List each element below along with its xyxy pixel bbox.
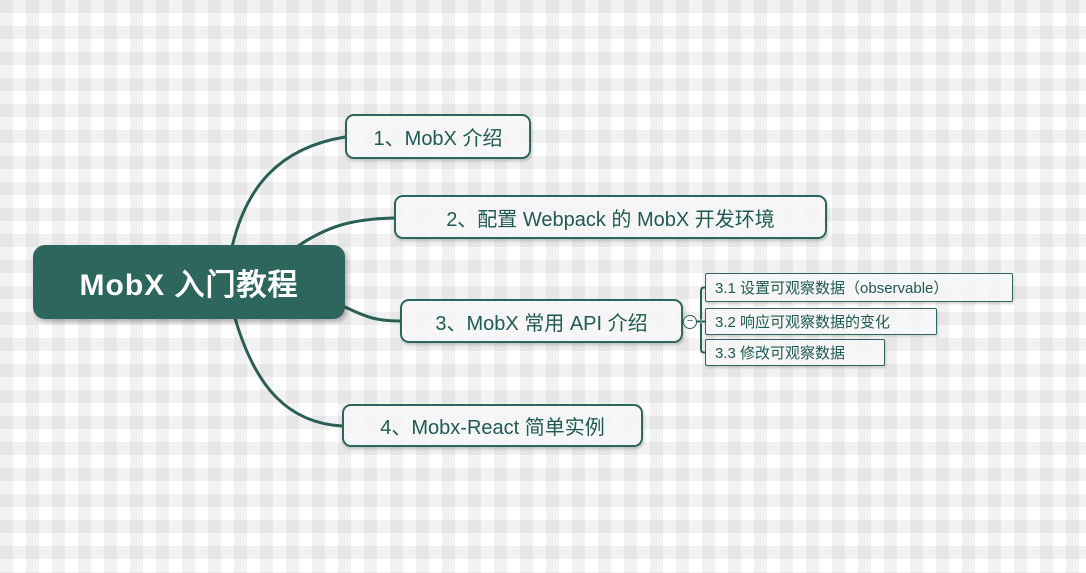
connector-branch-3-to-sub-1: [700, 286, 706, 320]
sub-node-3-1[interactable]: 3.1 设置可观察数据（observable）: [705, 273, 1013, 302]
sub-node-3-3[interactable]: 3.3 修改可观察数据: [705, 339, 885, 366]
collapse-toggle-icon[interactable]: −: [683, 314, 697, 329]
branch-node-2[interactable]: 2、配置 Webpack 的 MobX 开发环境: [394, 195, 827, 239]
connector-branch-3-to-sub-3: [700, 323, 706, 354]
branch-node-3[interactable]: 3、MobX 常用 API 介绍: [400, 299, 683, 343]
connector-root-to-branch-4: [233, 316, 344, 428]
branch-node-1[interactable]: 1、MobX 介绍: [345, 114, 531, 159]
connector-root-to-branch-2: [296, 216, 396, 248]
root-node[interactable]: MobX 入门教程: [33, 245, 345, 319]
branch-node-4[interactable]: 4、Mobx-React 简单实例: [342, 404, 643, 447]
connector-root-to-branch-1: [230, 135, 347, 249]
connector-root-to-branch-3: [343, 305, 402, 323]
sub-node-3-2[interactable]: 3.2 响应可观察数据的变化: [705, 308, 937, 335]
